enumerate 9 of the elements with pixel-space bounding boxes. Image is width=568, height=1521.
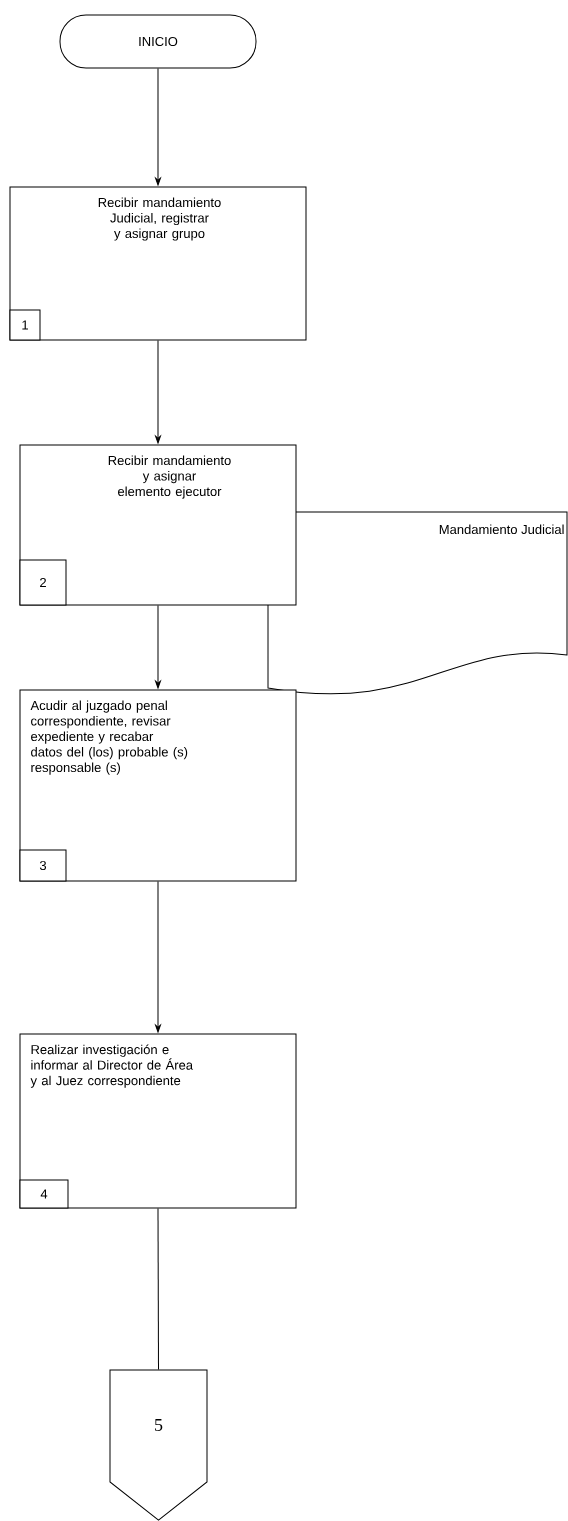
step-number-box: 4 [19,1179,69,1209]
arrow [155,340,161,444]
off-page-connector: 5 [109,1369,208,1521]
arrow [155,605,161,689]
arrow [155,68,161,186]
step-number-box: 2 [19,559,67,606]
step-number-box: 1 [9,309,41,341]
arrow [155,881,161,1033]
step-number-box: 3 [19,849,67,882]
